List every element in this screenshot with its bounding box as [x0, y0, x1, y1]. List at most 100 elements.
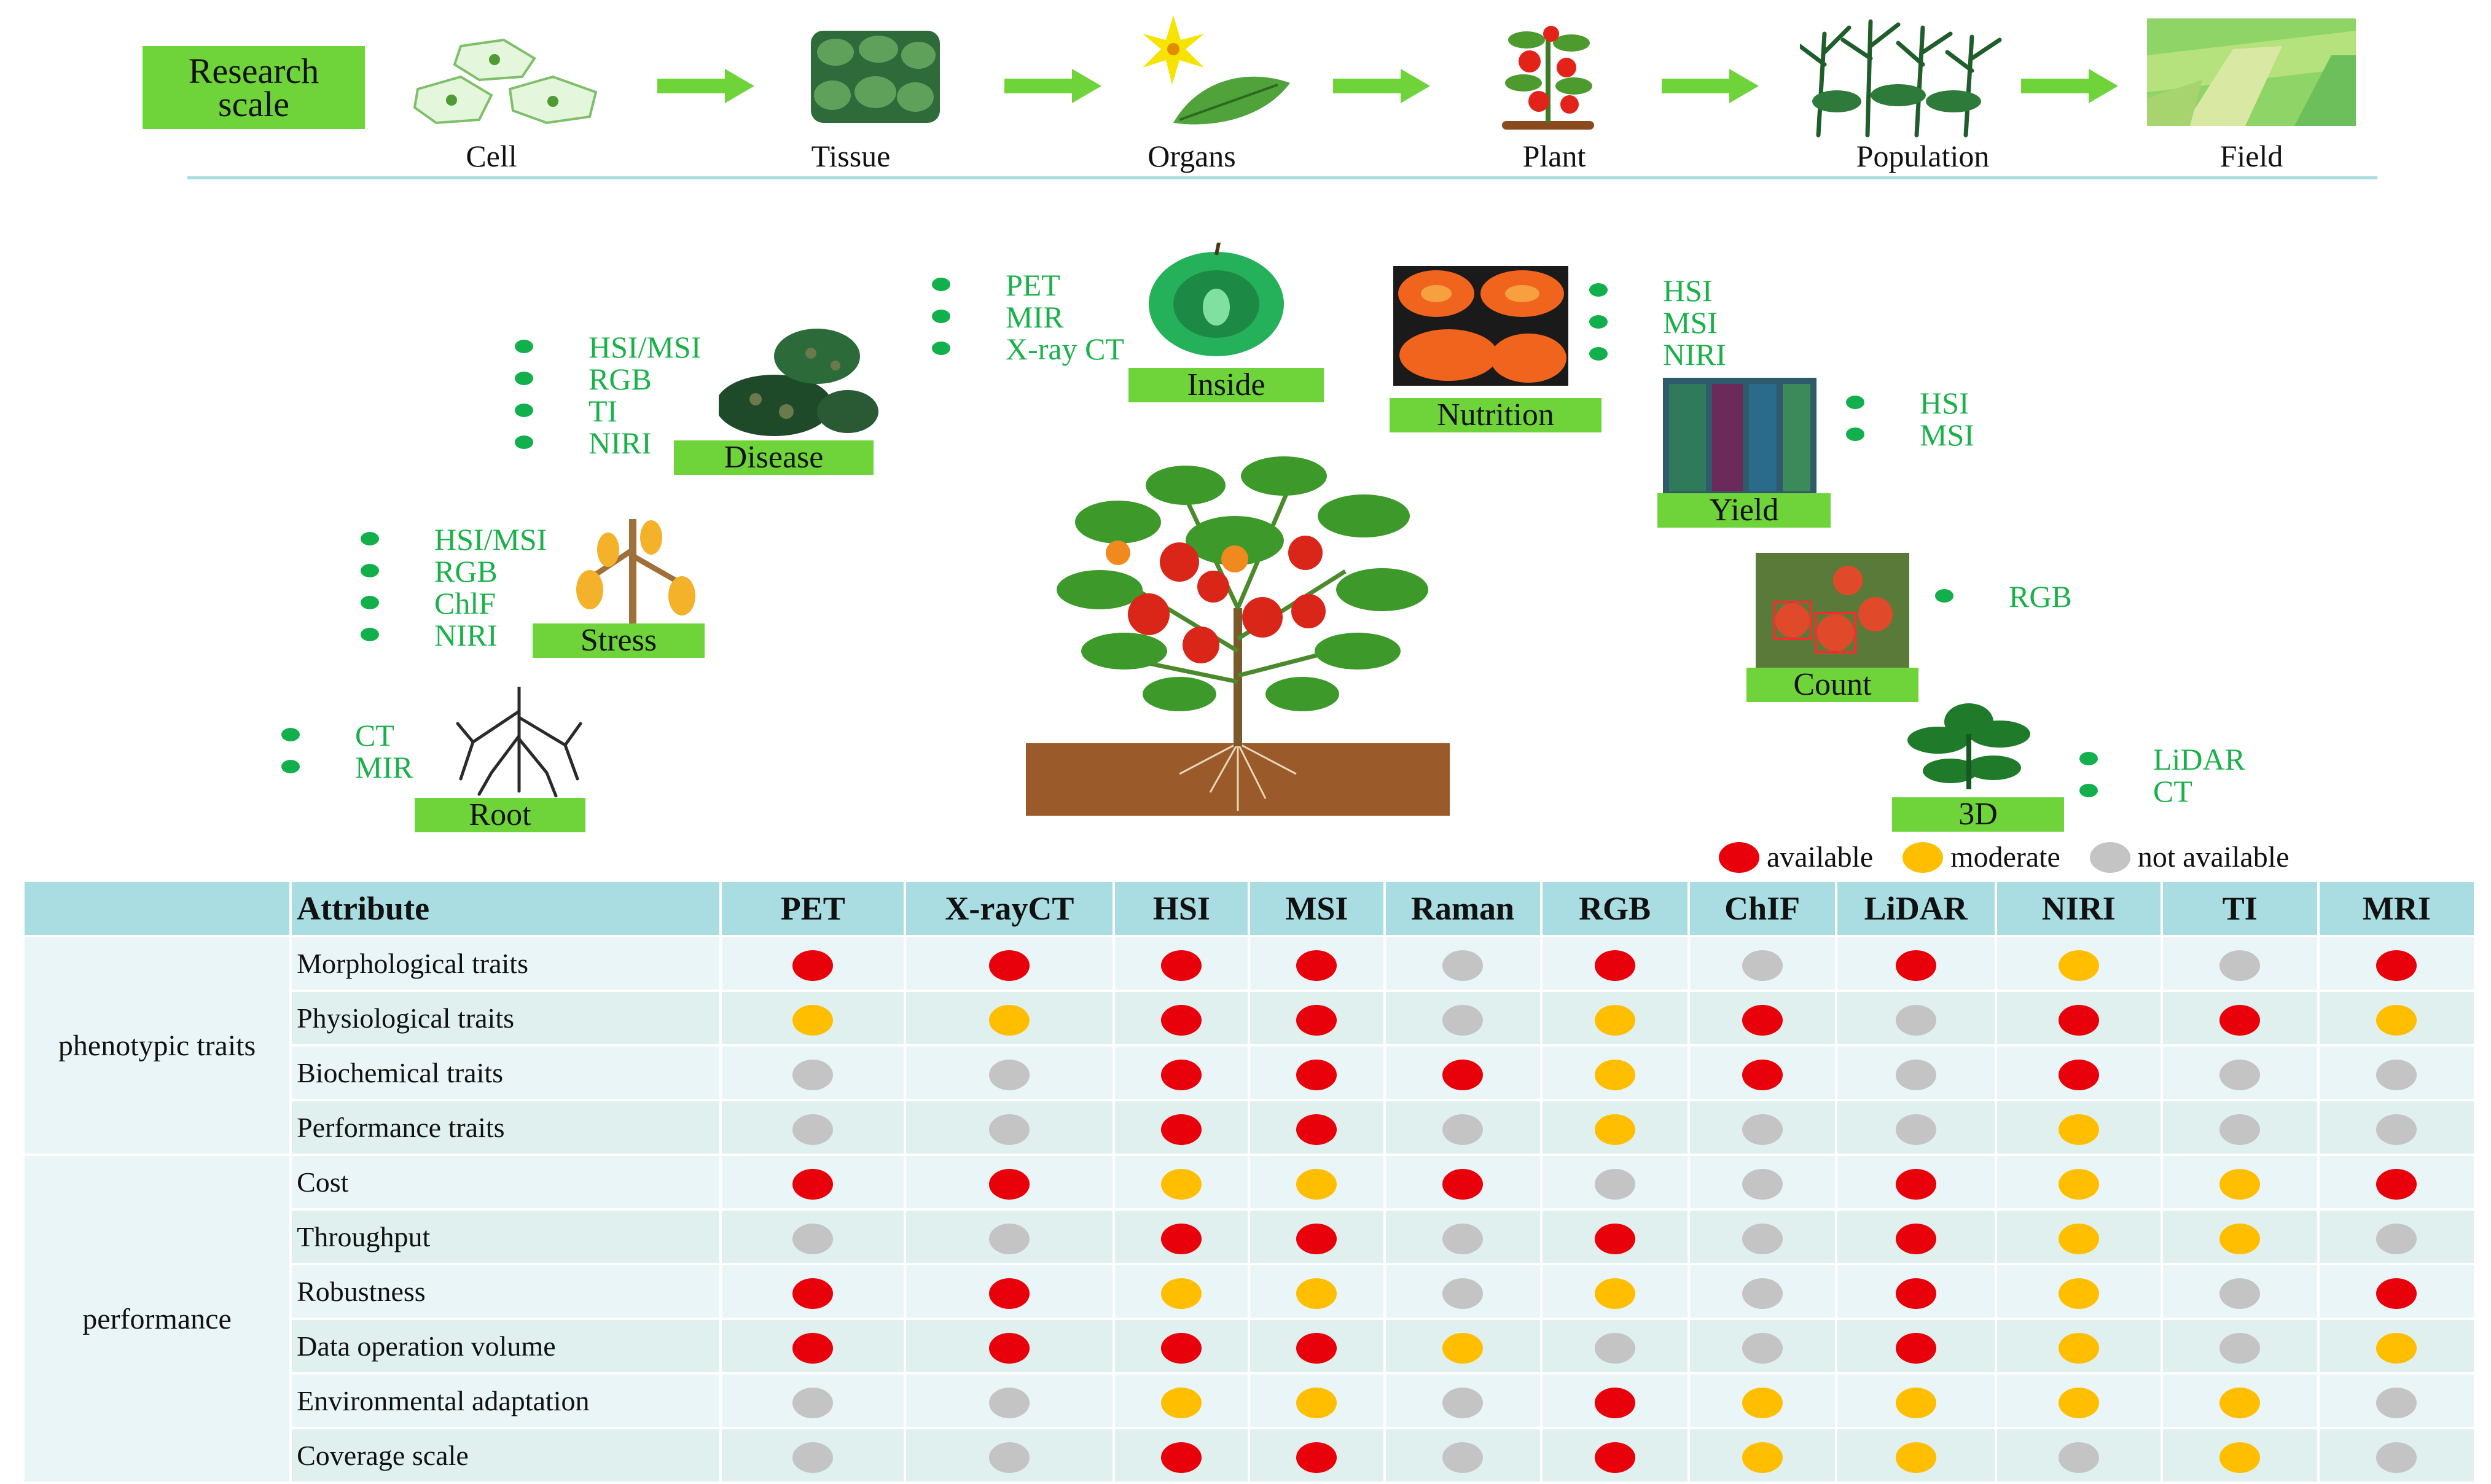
rating-cell [904, 1099, 1116, 1156]
root-system-icon [456, 687, 582, 797]
rating-cell [1113, 1318, 1251, 1375]
table-header-row: Attribute PET X-rayCT HSI MSI Raman RGB … [22, 880, 2477, 937]
legend-label-available: available [1767, 841, 1874, 873]
rating-cell [1834, 1154, 1997, 1211]
rating-dot-available [989, 1332, 1030, 1364]
rating-cell [1834, 1318, 1997, 1375]
rating-cell [1539, 1372, 1690, 1429]
rating-dot-moderate [2058, 1387, 2099, 1418]
technology-comparison-table: Attribute PET X-rayCT HSI MSI Raman RGB … [22, 880, 2477, 1484]
rating-cell [1113, 990, 1251, 1047]
rating-dot-available [1296, 1004, 1337, 1036]
rating-dot-available [1895, 1168, 1936, 1200]
rating-cell [904, 1154, 1116, 1211]
rating-cell [1248, 1099, 1386, 1156]
rating-cell [719, 990, 907, 1047]
row-attribute-label: Morphological traits [289, 935, 722, 992]
rating-cell [2317, 1427, 2477, 1484]
3d-tech-list: LiDAR CT [2079, 743, 2245, 807]
rating-cell [1539, 1263, 1690, 1320]
rating-dot-moderate [2058, 1114, 2099, 1145]
tech-item: NIRI [361, 619, 547, 651]
tech-item: ChlF [361, 587, 547, 619]
rating-dot-moderate [1594, 1004, 1635, 1036]
header-col: PET [719, 880, 907, 937]
rating-cell [1834, 1044, 1997, 1101]
rating-cell [719, 1318, 907, 1375]
legend-label-moderate: moderate [1950, 841, 2060, 873]
rating-dot-not-available [1742, 1223, 1783, 1254]
rating-dot-available [1594, 1223, 1635, 1254]
rating-cell [719, 1263, 907, 1320]
rating-cell [2160, 1427, 2320, 1484]
table-row: Data operation volume [23, 1318, 2477, 1375]
rating-dot-not-available [2376, 1442, 2417, 1473]
rating-dot-moderate [2058, 1278, 2099, 1309]
rating-cell [1248, 1044, 1386, 1101]
rating-dot-available [1594, 1442, 1635, 1473]
rating-dot-available [1442, 1168, 1484, 1200]
3d-plant-icon [1907, 703, 2030, 789]
rating-dot-not-available [1742, 1168, 1783, 1200]
table-row: Performance traits [23, 1099, 2477, 1156]
rating-cell [1834, 935, 1997, 992]
rating-dot-not-available [1895, 1059, 1936, 1090]
tissue-icon [811, 31, 940, 123]
rating-cell [1248, 1372, 1386, 1429]
trait-label-3d: 3D [1892, 797, 2064, 832]
trait-label-count: Count [1746, 668, 1918, 702]
rating-cell [1248, 990, 1386, 1047]
rating-cell [1383, 1427, 1543, 1484]
rating-dot-moderate [2058, 950, 2099, 981]
rating-cell [719, 1099, 907, 1156]
row-attribute-label: Coverage scale [289, 1427, 722, 1484]
rating-dot-not-available [989, 1114, 1030, 1145]
trait-label-stress: Stress [533, 623, 705, 658]
rating-dot-moderate [989, 1004, 1030, 1036]
plant-icon [1502, 26, 1594, 130]
rating-cell [1113, 1099, 1251, 1156]
rating-cell [904, 1208, 1116, 1265]
table-row: Biochemical traits [23, 1044, 2477, 1101]
rating-dot-moderate [1895, 1387, 1936, 1418]
rating-cell [1383, 1208, 1543, 1265]
tech-item: HSI [1589, 275, 1726, 307]
rating-dot-not-available [1442, 1223, 1484, 1254]
rating-cell [1539, 1427, 1690, 1484]
aerial-field-icon [1663, 378, 1816, 498]
rating-cell [719, 1208, 907, 1265]
trait-label-inside: Inside [1128, 368, 1324, 402]
header-col: RGB [1539, 880, 1690, 937]
rating-cell [1834, 1208, 1997, 1265]
header-col: LiDAR [1834, 880, 1997, 937]
rating-dot-available [792, 1168, 834, 1200]
rating-dot-available [1296, 950, 1337, 981]
rating-dot-not-available [989, 1223, 1030, 1254]
rating-dot-moderate [1161, 1278, 1202, 1309]
inside-tech-list: PET MIR X-ray CT [932, 269, 1124, 365]
rating-dot-not-available [2376, 1114, 2417, 1145]
rating-dot-not-available [1895, 1114, 1936, 1145]
rating-dot-available [1296, 1114, 1337, 1145]
table-row: Throughput [23, 1208, 2477, 1265]
rating-dot-not-available [792, 1387, 834, 1418]
rating-cell [1383, 1154, 1543, 1211]
row-attribute-label: Throughput [289, 1208, 722, 1265]
nutrition-tech-list: HSI MSI NIRI [1589, 275, 1726, 370]
tech-item: MSI [1846, 419, 1974, 451]
scale-divider [187, 176, 2377, 179]
rating-dot-available [1296, 1059, 1337, 1090]
rating-dot-moderate [792, 1004, 834, 1036]
arrow-right-icon [1333, 69, 1430, 103]
rating-dot-not-available [2058, 1442, 2099, 1473]
disease-tech-list: HSI/MSI RGB TI NIRI [515, 331, 701, 459]
rating-dot-available [792, 1332, 834, 1364]
tech-item: MSI [1589, 307, 1726, 338]
rating-dot-not-available [1895, 1004, 1936, 1036]
stage-label-cell: Cell [466, 139, 517, 173]
rating-cell [1113, 1263, 1251, 1320]
rating-cell [1687, 1044, 1837, 1101]
rating-cell [1994, 1372, 2163, 1429]
rating-dot-available [1296, 1223, 1337, 1254]
